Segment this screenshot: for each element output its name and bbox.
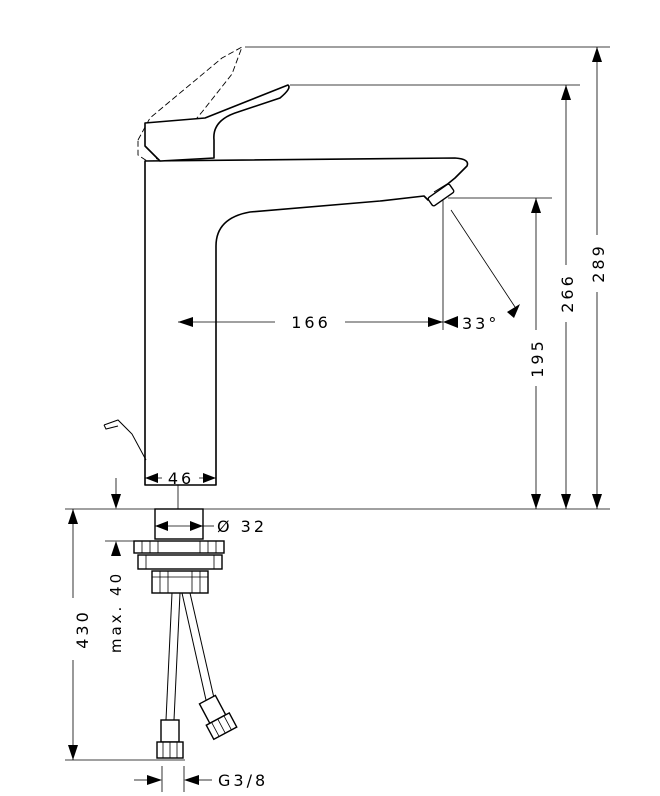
aerator: [427, 183, 455, 207]
lever-open-ghost: [137, 46, 243, 164]
popup-rod: [103, 419, 147, 461]
mounting-plate: [137, 554, 223, 570]
supply-hoses: [165, 592, 215, 721]
dim-total-height: 289: [589, 47, 608, 509]
dim-lever-height: 266: [558, 85, 577, 509]
dim-label-max40: max. 40: [107, 571, 125, 653]
dim-shank-diameter: Ø 32: [155, 517, 267, 536]
under-counter-assembly: [133, 508, 238, 759]
dim-connection-thread: G3/8: [134, 766, 268, 792]
hose-connector-left: [156, 719, 184, 759]
lever-handle: [144, 84, 290, 162]
dim-spray-angle: 33°: [443, 209, 520, 333]
dim-label-266: 266: [558, 273, 577, 313]
dim-label-33deg: 33°: [462, 314, 499, 333]
washer-ridges: [141, 541, 217, 553]
dim-label-166: 166: [291, 313, 331, 332]
dim-body-width: 46: [145, 469, 216, 488]
dim-reach: 166: [178, 313, 443, 332]
dim-label-430: 430: [73, 609, 92, 649]
lever-edge: [144, 145, 161, 162]
rubber-washer: [133, 540, 225, 554]
dim-spout-height: 195: [528, 198, 547, 509]
hose-connector-right: [198, 694, 238, 741]
dim-label-195: 195: [528, 338, 547, 378]
dim-label-289: 289: [589, 243, 608, 283]
dim-counter-thickness: max. 40: [105, 478, 134, 653]
dim-under-counter: 430: [68, 509, 92, 760]
dim-label-g38: G3/8: [218, 771, 268, 790]
faucet: [103, 46, 469, 486]
dim-label-46: 46: [168, 469, 194, 488]
dim-label-d32: Ø 32: [217, 517, 267, 536]
